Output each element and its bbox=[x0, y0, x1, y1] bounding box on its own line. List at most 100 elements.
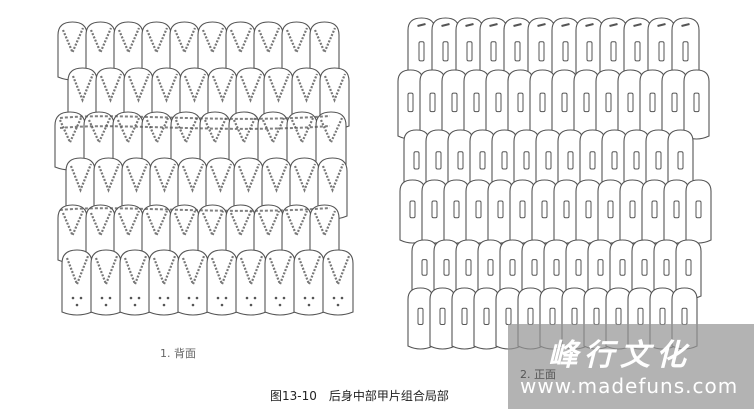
lacing-slot bbox=[517, 92, 524, 113]
plate-outline bbox=[639, 69, 666, 140]
lacing-slot bbox=[682, 41, 689, 62]
lacing-cord bbox=[117, 210, 141, 239]
lacing-slot bbox=[457, 151, 464, 170]
plate-outline bbox=[641, 179, 668, 244]
front-view-label: 2. 正面 bbox=[520, 368, 556, 381]
top-lacing bbox=[489, 23, 498, 27]
lacing-slot bbox=[413, 151, 420, 170]
lacing-hole bbox=[129, 296, 133, 300]
lacing-slot bbox=[501, 151, 508, 170]
front-plate bbox=[639, 69, 666, 140]
plate-outline bbox=[597, 179, 624, 244]
lacing-slot bbox=[586, 41, 593, 62]
plate-outline bbox=[663, 179, 690, 244]
watermark: 峰行文化 www.madefuns.com bbox=[508, 324, 754, 409]
lacing-cord bbox=[267, 73, 291, 103]
lacing-slot bbox=[519, 200, 526, 219]
lacing-cord bbox=[201, 27, 225, 56]
plate-outline bbox=[421, 179, 448, 244]
lacing-hole bbox=[245, 296, 249, 300]
plate-outline bbox=[485, 69, 512, 140]
lacing-hole bbox=[191, 303, 195, 307]
plate-outline bbox=[685, 179, 712, 244]
lacing-cord bbox=[69, 163, 93, 193]
plate-outline bbox=[465, 179, 492, 244]
lacing-cord bbox=[71, 73, 95, 103]
lacing-slot bbox=[633, 151, 640, 170]
lacing-cord bbox=[145, 27, 169, 56]
lacing-slot bbox=[641, 259, 648, 276]
lacing-slot bbox=[658, 41, 665, 62]
lacing-hole bbox=[303, 296, 307, 300]
lacing-slot bbox=[610, 41, 617, 62]
lacing-slot bbox=[497, 200, 504, 219]
front-plate bbox=[529, 69, 556, 140]
lacing-slot bbox=[475, 200, 482, 219]
lacing-slot bbox=[583, 92, 590, 113]
lacing-cord bbox=[127, 73, 151, 103]
lacing-cord bbox=[173, 210, 197, 239]
front-plate bbox=[421, 179, 448, 244]
front-plate bbox=[663, 179, 690, 244]
lacing-slot bbox=[553, 259, 560, 276]
front-plate bbox=[473, 287, 500, 350]
lacing-cord bbox=[321, 163, 345, 193]
lacing-slot bbox=[607, 200, 614, 219]
front-plate bbox=[419, 69, 446, 140]
lacing-slot bbox=[651, 200, 658, 219]
lacing-slot bbox=[541, 200, 548, 219]
lacing-hole bbox=[282, 296, 286, 300]
lacing-slot bbox=[418, 41, 425, 62]
lacing-slot bbox=[495, 92, 502, 113]
lacing-slot bbox=[611, 151, 618, 170]
lacing-cord bbox=[99, 73, 123, 103]
lacing-slot bbox=[585, 200, 592, 219]
front-plate bbox=[507, 69, 534, 140]
lacing-hole bbox=[137, 296, 141, 300]
back-plate bbox=[293, 249, 325, 316]
lacing-cord bbox=[285, 210, 309, 239]
lacing-slot bbox=[545, 151, 552, 170]
lacing-hole bbox=[108, 296, 112, 300]
back-plate bbox=[149, 157, 180, 220]
plate-outline bbox=[531, 179, 558, 244]
top-lacing bbox=[417, 23, 426, 27]
lacing-cord bbox=[237, 163, 261, 193]
lacing-slot bbox=[443, 259, 450, 276]
lacing-slot bbox=[409, 200, 416, 219]
front-plate bbox=[487, 179, 514, 244]
front-plate bbox=[553, 179, 580, 244]
lacing-hole bbox=[278, 303, 282, 307]
lacing-slot bbox=[655, 151, 662, 170]
back-view-label: 1. 背面 bbox=[160, 347, 196, 360]
back-plate bbox=[90, 249, 122, 316]
back-plate bbox=[177, 249, 209, 316]
front-plate bbox=[463, 69, 490, 140]
lacing-cord bbox=[155, 73, 179, 103]
lacing-slot bbox=[685, 259, 692, 276]
front-plate bbox=[641, 179, 668, 244]
lacing-cord bbox=[117, 27, 141, 56]
front-plate bbox=[407, 287, 434, 350]
lacing-hole bbox=[166, 296, 170, 300]
lacing-cord bbox=[61, 27, 85, 56]
lacing-hole bbox=[336, 303, 340, 307]
plate-outline bbox=[595, 69, 622, 140]
lacing-cord bbox=[173, 27, 197, 56]
lacing-slot bbox=[439, 307, 446, 326]
lacing-slot bbox=[451, 92, 458, 113]
top-lacing bbox=[585, 23, 594, 27]
front-plate bbox=[685, 179, 712, 244]
lacing-slot bbox=[429, 92, 436, 113]
lacing-slot bbox=[473, 92, 480, 113]
back-plate bbox=[264, 249, 296, 316]
lacing-hole bbox=[162, 303, 166, 307]
front-plate bbox=[597, 179, 624, 244]
front-plate bbox=[619, 179, 646, 244]
lacing-slot bbox=[563, 200, 570, 219]
plate-outline bbox=[451, 287, 478, 350]
plate-outline bbox=[399, 179, 426, 244]
plate-outline bbox=[441, 69, 468, 140]
back-plate bbox=[61, 249, 93, 316]
front-plate bbox=[683, 69, 710, 140]
